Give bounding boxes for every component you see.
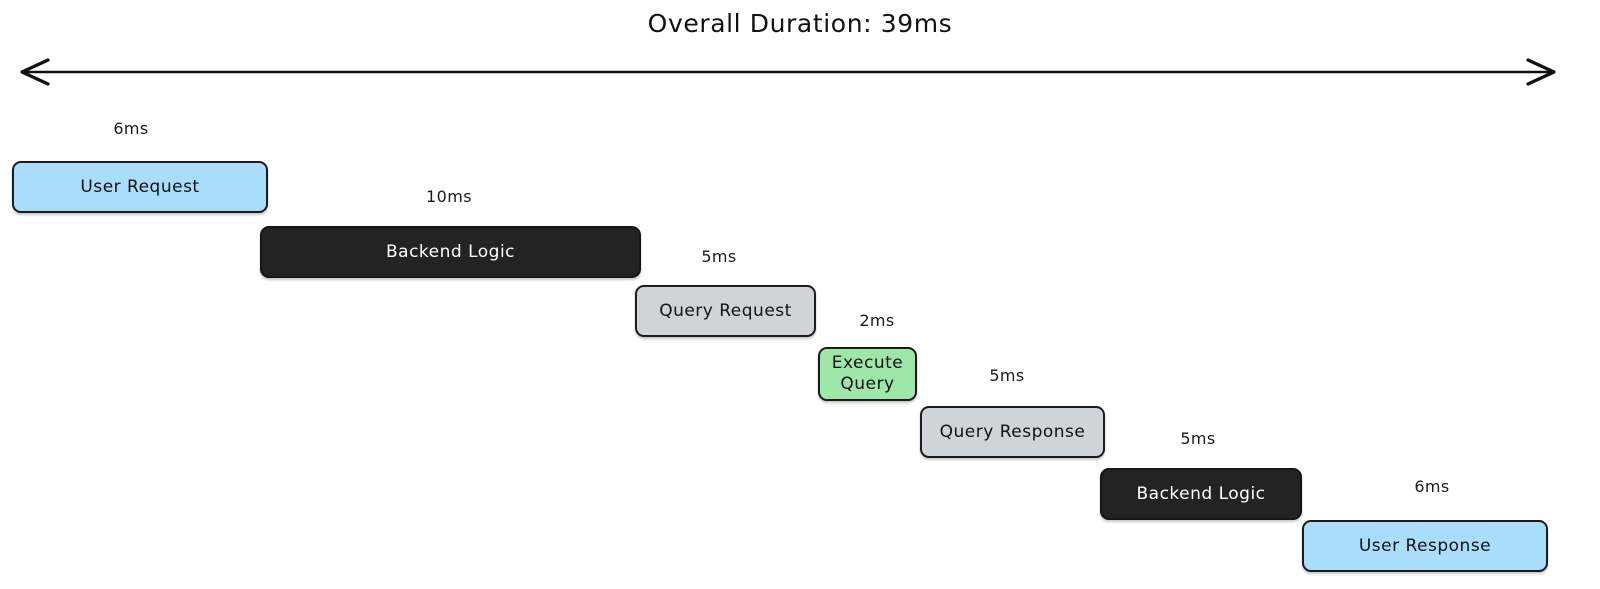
timeline-bar-label: User Request	[80, 176, 200, 197]
timeline-bar-label: User Response	[1358, 535, 1492, 556]
duration-label-backend-logic-1: 10ms	[426, 187, 472, 206]
timeline-bar-execute-query[interactable]: Execute Query	[818, 347, 917, 401]
timeline-bar-backend-logic-2[interactable]: Backend Logic	[1100, 468, 1302, 520]
timeline-bar-user-response[interactable]: User Response	[1302, 520, 1548, 572]
arrow-right-icon	[1526, 58, 1556, 86]
timeline-bar-label: Backend Logic	[1136, 483, 1266, 504]
duration-label-query-response: 5ms	[989, 366, 1025, 385]
arrow-left-icon	[20, 58, 50, 86]
overall-duration-axis	[14, 56, 1562, 88]
duration-label-query-request: 5ms	[701, 247, 737, 266]
duration-label-user-response: 6ms	[1414, 477, 1450, 496]
timeline-bar-query-response[interactable]: Query Response	[920, 406, 1105, 458]
duration-label-backend-logic-2: 5ms	[1180, 429, 1216, 448]
duration-label-execute-query: 2ms	[859, 311, 895, 330]
duration-label-user-request: 6ms	[113, 119, 149, 138]
timeline-bar-query-request[interactable]: Query Request	[635, 285, 816, 337]
timeline-bar-user-request[interactable]: User Request	[12, 161, 268, 213]
timeline-bar-backend-logic-1[interactable]: Backend Logic	[260, 226, 641, 278]
timeline-bar-label: Execute Query	[831, 353, 904, 394]
timeline-bar-label: Query Response	[939, 421, 1086, 442]
timeline-bar-label: Query Request	[659, 300, 792, 321]
page-title: Overall Duration: 39ms	[647, 9, 953, 38]
timeline-bar-label: Backend Logic	[385, 241, 516, 262]
